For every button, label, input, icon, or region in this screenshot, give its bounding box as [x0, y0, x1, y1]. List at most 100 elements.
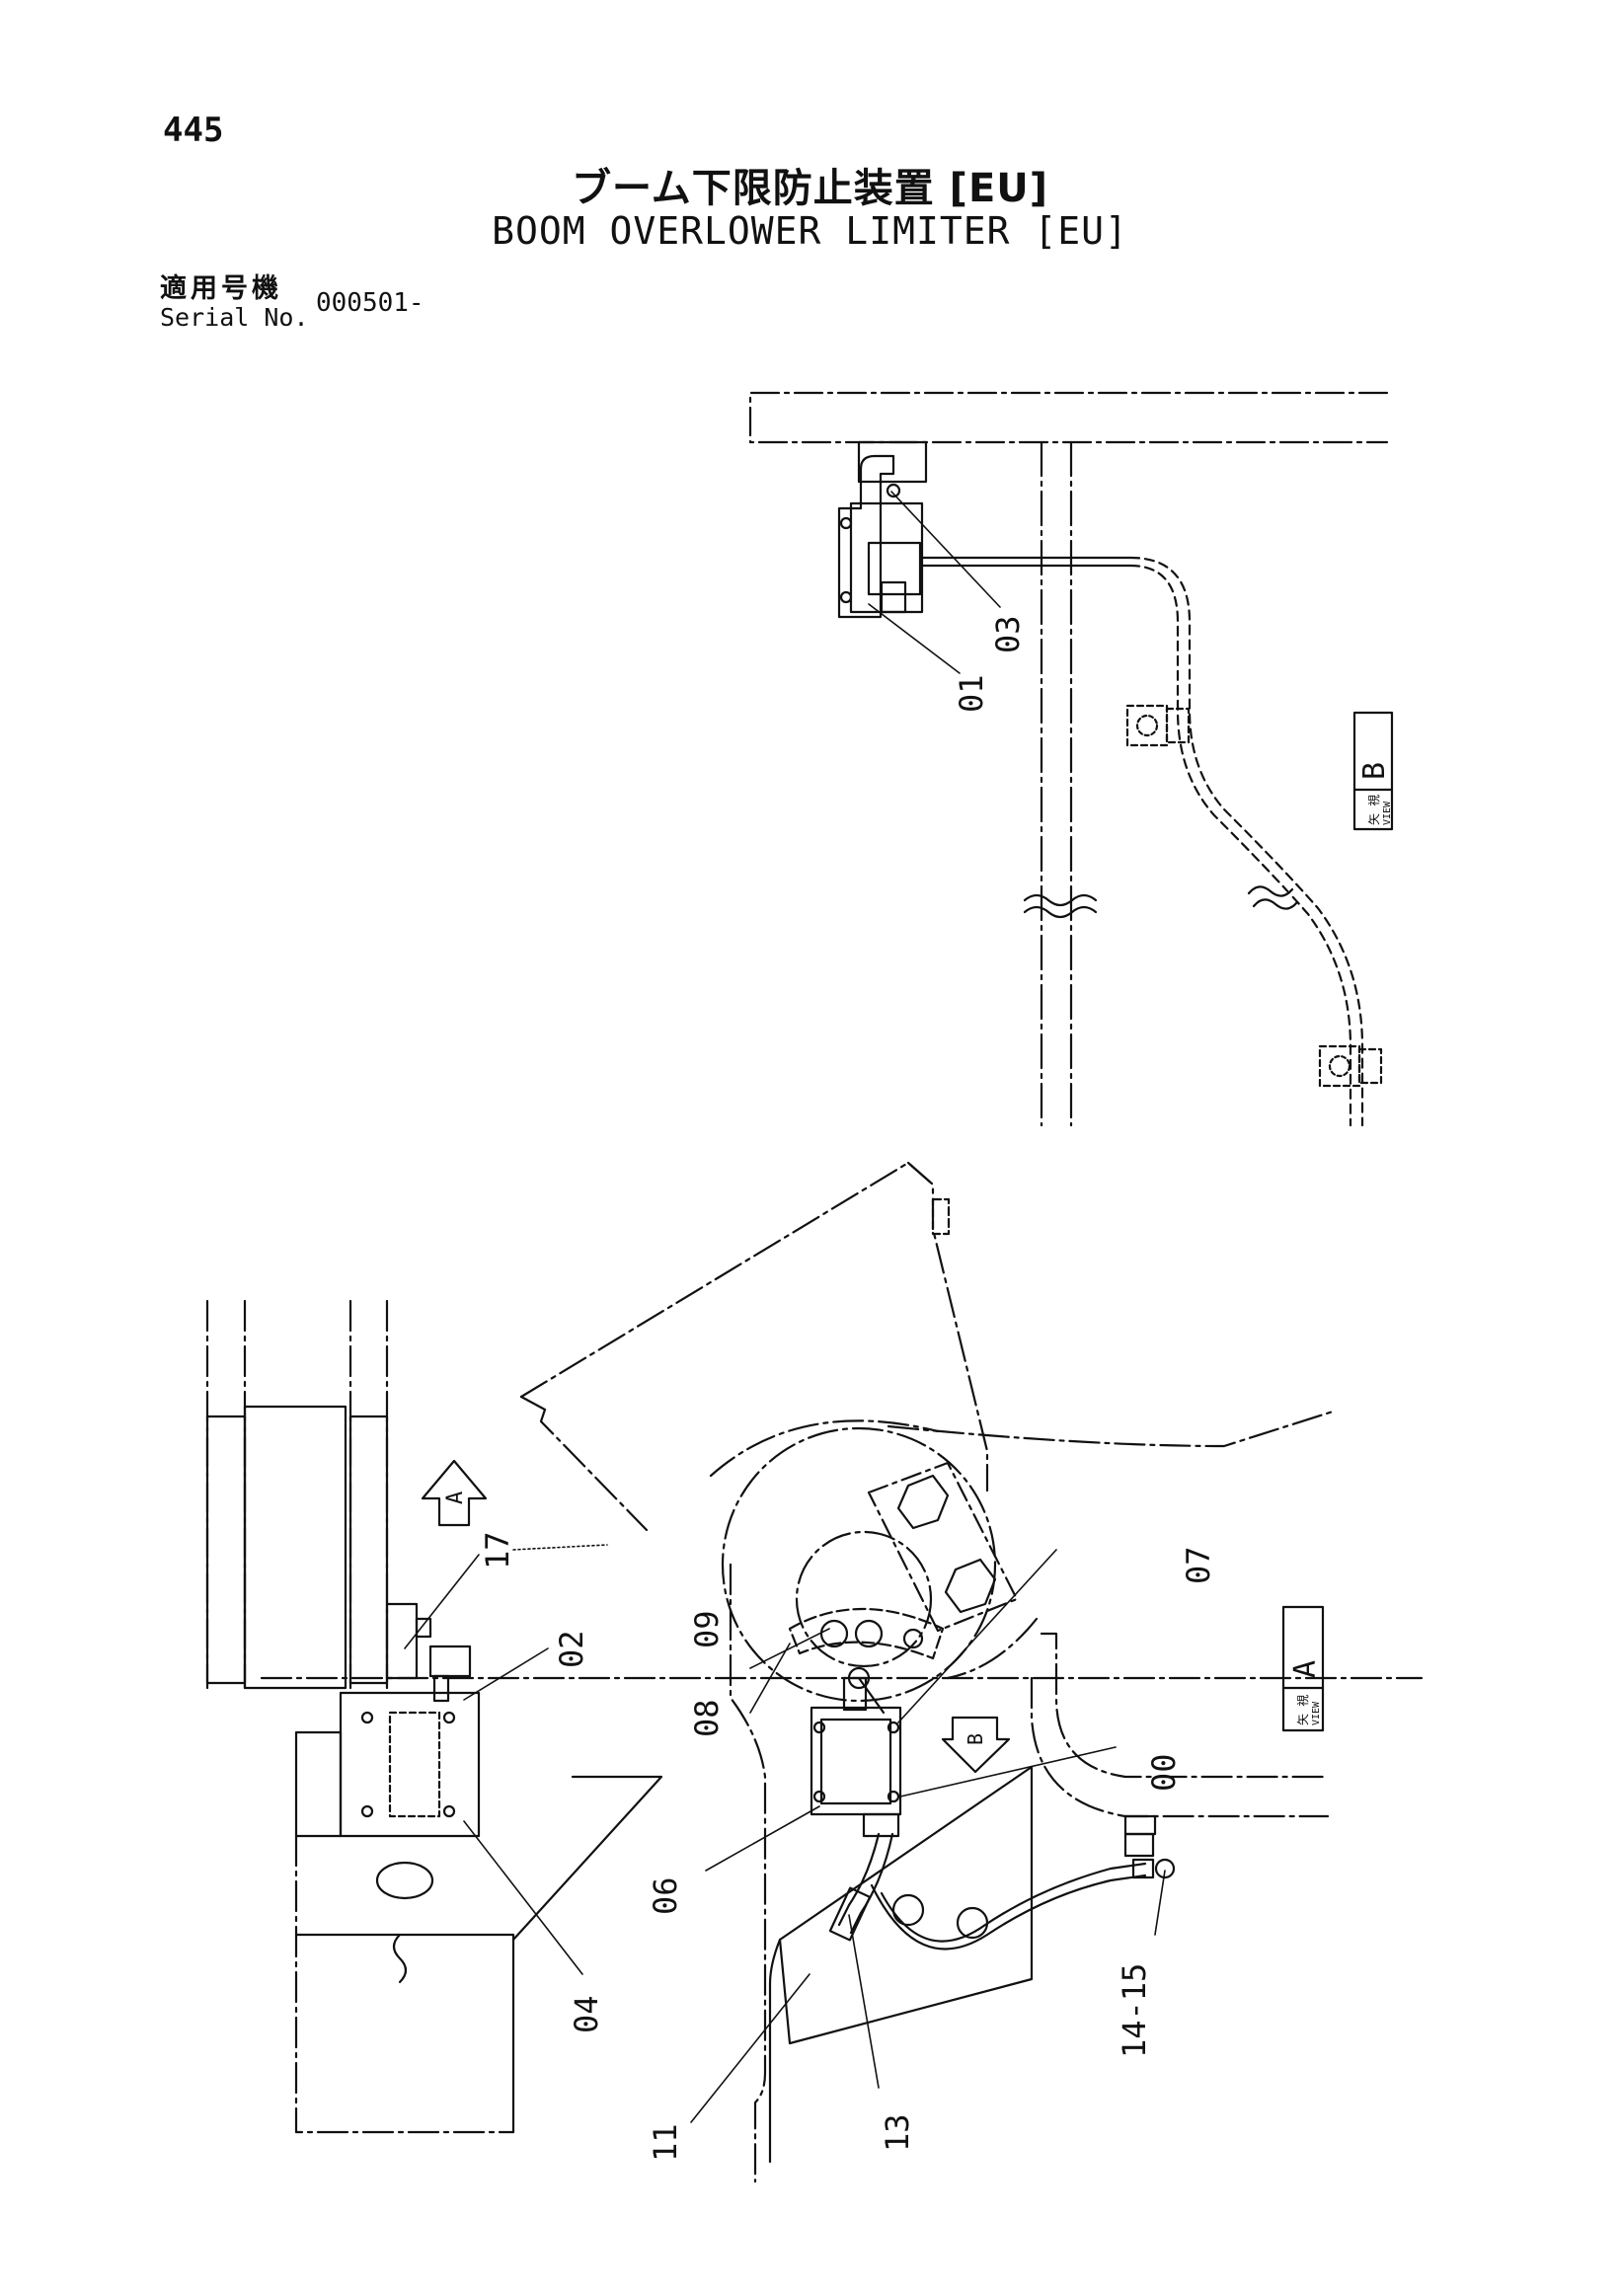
plate-hole	[891, 1893, 925, 1927]
view-b-arrow-marker: B	[941, 1716, 1011, 1774]
callout-06: 06	[647, 1876, 684, 1915]
box-bolt	[442, 1711, 456, 1724]
view-b-label: 矢 視 VIEW B	[1352, 711, 1394, 831]
cable-hose	[870, 1874, 1147, 1951]
page-number: 445	[163, 111, 224, 150]
stopper-plate	[428, 1645, 472, 1678]
break-mark	[1023, 893, 1098, 907]
callout-03: 03	[989, 615, 1027, 653]
view-a-jp: 矢 視	[1295, 1695, 1310, 1725]
leader-line	[512, 1544, 608, 1551]
frame-plate	[205, 1415, 247, 1685]
stopper-bolt	[415, 1617, 432, 1639]
callout-09: 09	[688, 1610, 726, 1648]
leader-line	[1154, 1870, 1166, 1936]
cam-bolt	[819, 1619, 849, 1648]
view-a-leaders	[404, 1544, 1166, 2123]
cam-bolt	[902, 1628, 924, 1649]
callout-labels: 01 03 17 02 04 07 09 08 00 06 11 13 14-1…	[479, 615, 1217, 2162]
cable-clamp-strap	[1165, 707, 1191, 744]
bolt	[886, 483, 901, 498]
leader-line	[868, 603, 961, 674]
limit-switch-bracket	[837, 454, 895, 619]
frame-plate	[348, 1415, 389, 1685]
switch-roller	[847, 1666, 871, 1690]
view-a-label: 矢 視 VIEW A	[1281, 1605, 1325, 1732]
view-b-leaders	[868, 491, 1001, 674]
leader-line	[749, 1643, 791, 1714]
cam-bolt	[854, 1619, 884, 1648]
break-mark	[1252, 898, 1299, 910]
bolt	[887, 1721, 900, 1734]
leader-line	[890, 491, 1001, 608]
ground-terminal-base	[1123, 1814, 1157, 1836]
switch-box-inner	[388, 1711, 441, 1818]
title-japanese: ブーム下限防止装置 [EU]	[571, 166, 1049, 211]
hex-bolt	[944, 1558, 997, 1614]
bolt	[812, 1790, 826, 1803]
hose-sleeve	[828, 1886, 872, 1942]
hex-bolt	[896, 1474, 950, 1530]
callout-11: 11	[647, 2123, 684, 2162]
cover-plate	[778, 1765, 1034, 2045]
callout-13: 13	[879, 2113, 916, 2152]
leader-line	[463, 1647, 549, 1701]
leader-line	[690, 1973, 810, 2123]
stopper-bracket	[385, 1602, 419, 1680]
boom-body-outline	[946, 1617, 1039, 1680]
callout-07: 07	[1180, 1546, 1217, 1584]
view-label-frame	[1352, 711, 1394, 831]
leader-line	[897, 1549, 1057, 1723]
mounting-base	[294, 1933, 515, 2134]
view-arrow-a-letter: A	[443, 1492, 468, 1504]
switch-box-outline	[339, 1691, 481, 1838]
callout-17: 17	[479, 1531, 516, 1569]
limit-switch-inner	[819, 1718, 892, 1805]
serial-label-english: Serial No.	[160, 303, 309, 332]
frame-outline	[748, 391, 1389, 444]
leader-line	[463, 1820, 583, 1975]
view-arrow-b-letter: B	[964, 1733, 987, 1745]
break-mark	[1247, 885, 1294, 897]
switch-lever	[857, 1676, 886, 1715]
cable-clamp	[1125, 704, 1169, 747]
serial-number-value: 000501-	[316, 288, 424, 318]
limit-switch-body	[810, 1706, 902, 1816]
boom-pivot-outer	[721, 1426, 997, 1703]
leader-line	[705, 1805, 820, 1872]
pivot-plate	[867, 1461, 1019, 1633]
view-b-assembly	[748, 391, 1389, 1127]
callout-00: 00	[1145, 1753, 1183, 1792]
arm-outline	[1040, 1632, 1330, 1779]
leader-line	[404, 1554, 480, 1649]
callout-01: 01	[953, 674, 990, 713]
cable-dashed	[1128, 556, 1364, 1127]
plate-edge	[768, 1938, 782, 2164]
limit-switch-body	[849, 501, 924, 614]
bolt	[839, 516, 853, 530]
boom-body-outline	[729, 1563, 767, 2183]
cable-hose	[837, 1832, 881, 1927]
cable-dashed	[1128, 564, 1352, 1127]
upper-frame-curve	[709, 1419, 940, 1478]
box-flange	[294, 1730, 343, 1838]
cable-clamp-bolt	[1135, 714, 1159, 737]
access-hole	[375, 1861, 434, 1900]
view-a-letter: A	[1288, 1660, 1323, 1678]
callout-08: 08	[688, 1699, 726, 1737]
boom-tab	[931, 1197, 951, 1236]
view-b-letter: B	[1357, 762, 1392, 780]
leader-line	[749, 1628, 830, 1669]
view-arrow	[421, 1459, 488, 1527]
cable-hose	[880, 1862, 1147, 1943]
guide-line	[511, 1775, 663, 1942]
serial-label-japanese: 適用号機	[160, 273, 282, 304]
cable-hose	[849, 1832, 894, 1935]
bolt	[812, 1721, 826, 1734]
leader-line	[899, 1746, 1117, 1798]
cable-clamp-strap	[1357, 1047, 1383, 1085]
callout-04: 04	[568, 1995, 605, 2033]
box-bolt	[360, 1804, 374, 1818]
switch-connector	[862, 1812, 900, 1838]
